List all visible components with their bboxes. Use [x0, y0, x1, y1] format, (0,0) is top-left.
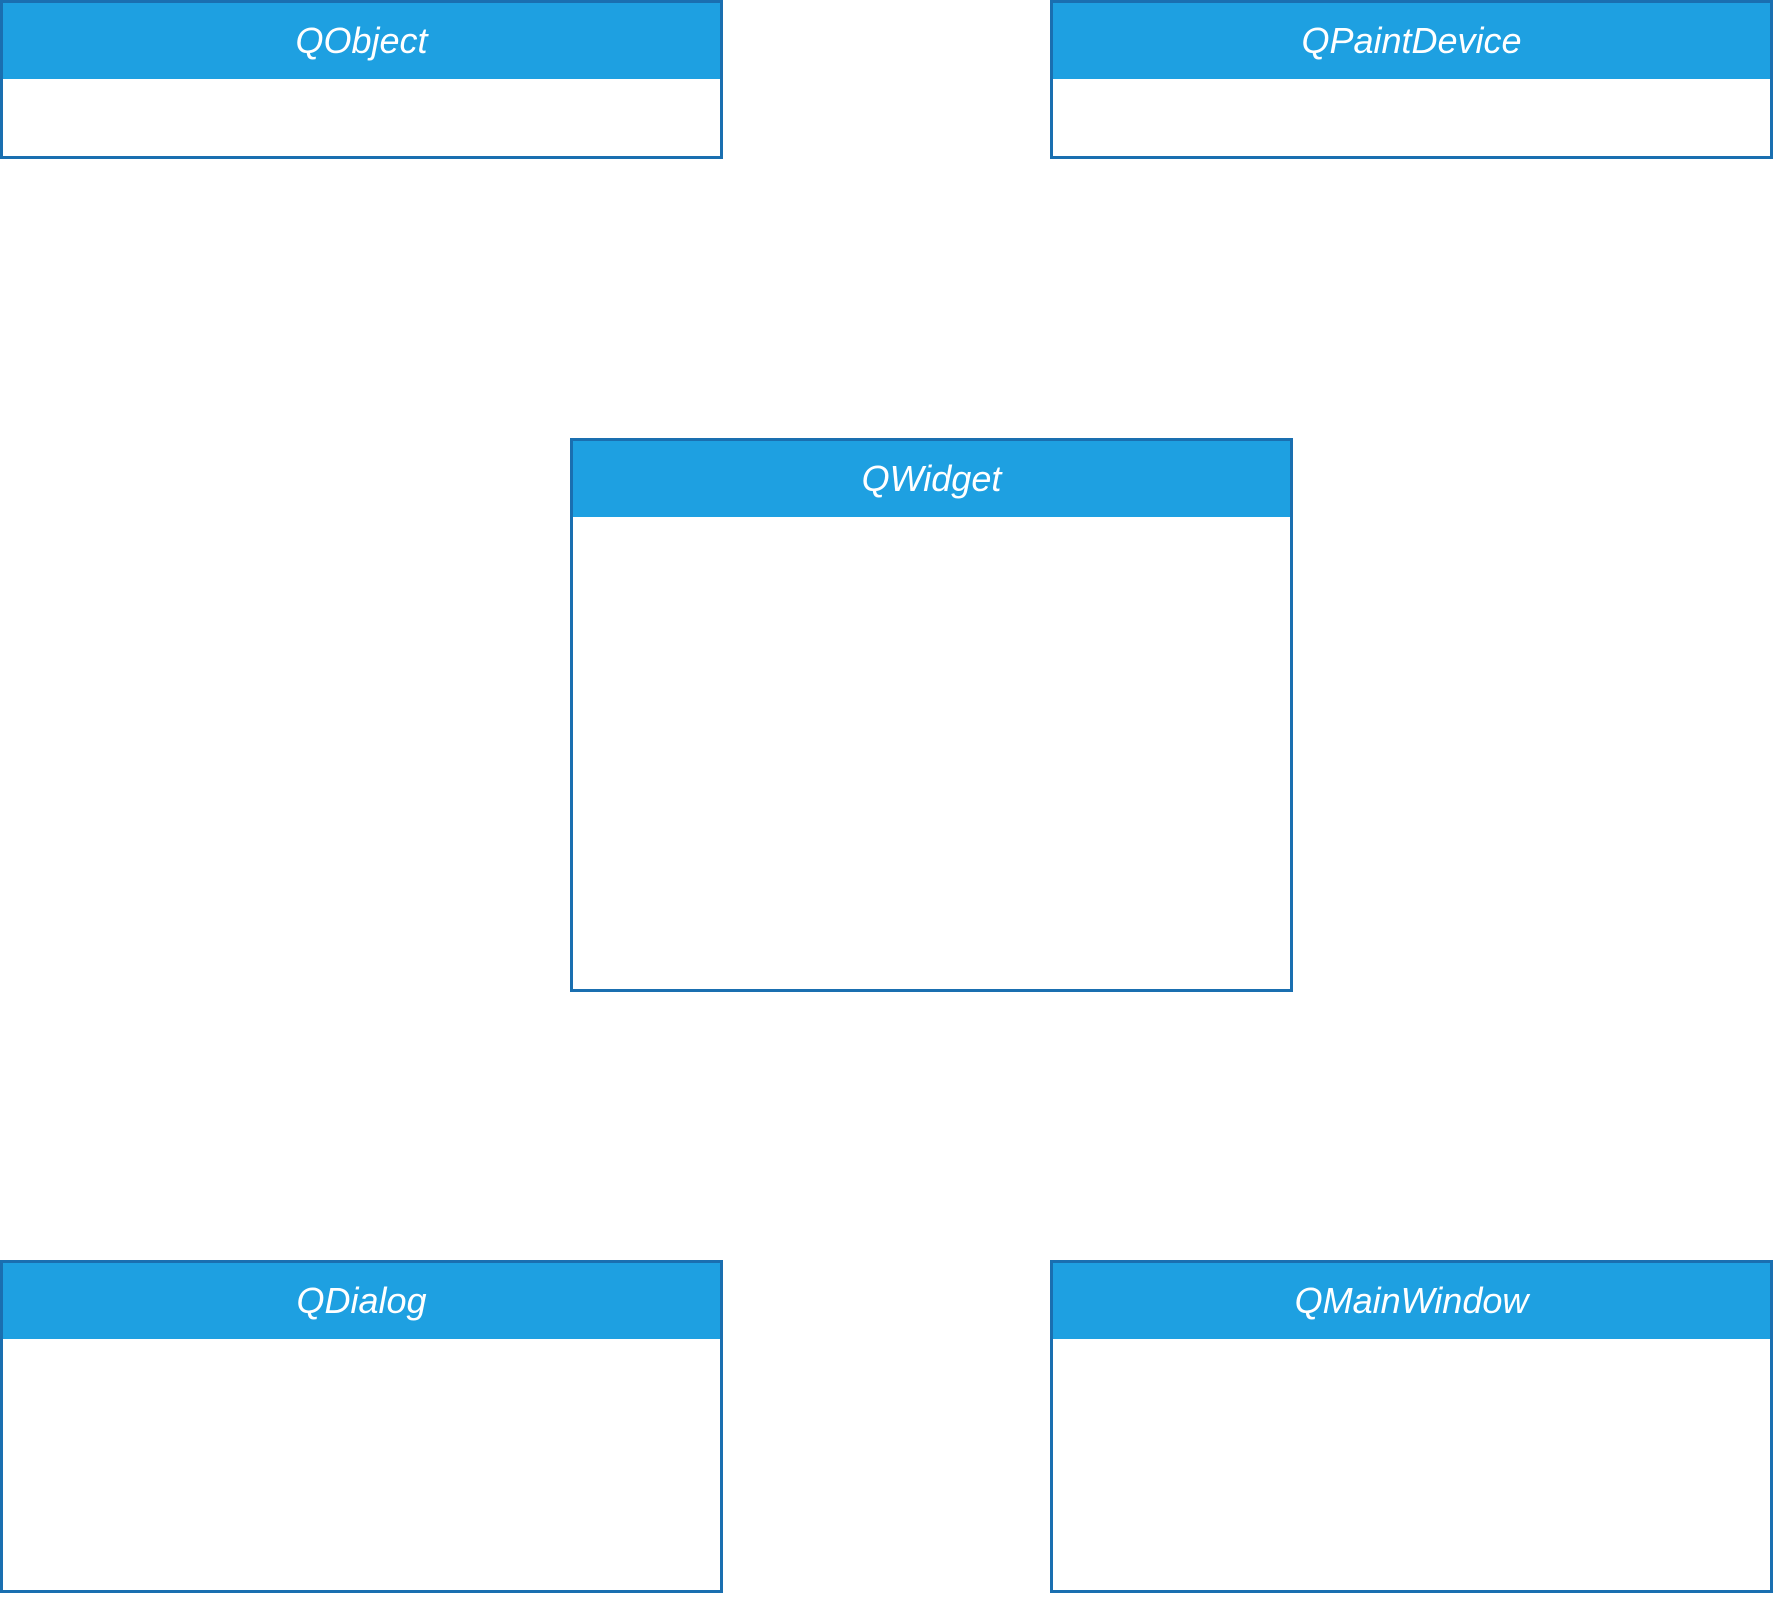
class-name-qobject: QObject: [295, 20, 428, 61]
class-box-qpaintdevice[interactable]: QPaintDevice: [1050, 0, 1773, 159]
class-header-qwidget: QWidget: [573, 441, 1290, 517]
class-name-qdialog: QDialog: [296, 1280, 427, 1321]
class-name-qpaintdevice: QPaintDevice: [1301, 20, 1522, 61]
class-header-qobject: QObject: [3, 3, 720, 79]
class-header-qpaintdevice: QPaintDevice: [1053, 3, 1770, 79]
class-header-qdialog: QDialog: [3, 1263, 720, 1339]
class-box-qmainwindow[interactable]: QMainWindow: [1050, 1260, 1773, 1593]
class-name-qmainwindow: QMainWindow: [1294, 1280, 1529, 1321]
class-box-qobject[interactable]: QObject: [0, 0, 723, 159]
class-box-qwidget[interactable]: QWidget: [570, 438, 1293, 992]
class-box-qdialog[interactable]: QDialog: [0, 1260, 723, 1593]
class-header-qmainwindow: QMainWindow: [1053, 1263, 1770, 1339]
class-name-qwidget: QWidget: [861, 458, 1002, 499]
